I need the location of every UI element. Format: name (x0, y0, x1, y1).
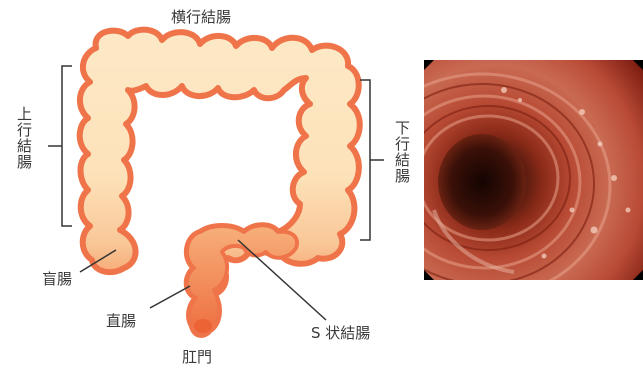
label-ascending-colon: 上行結腸 (16, 106, 32, 170)
colon-shape (80, 30, 360, 335)
label-cecum: 盲腸 (42, 270, 72, 288)
label-rectum: 直腸 (106, 312, 136, 330)
descending-colon-bracket (360, 80, 384, 240)
endoscopy-photo (424, 60, 643, 280)
ascending-colon-bracket (48, 66, 72, 226)
rectum-leader-line (150, 286, 190, 308)
sigmoid-colon-shape (187, 225, 297, 335)
colon-body (80, 30, 360, 335)
label-sigmoid-colon: S 状結腸 (311, 324, 370, 342)
anus-end (194, 319, 212, 333)
label-transverse-colon: 横行結腸 (171, 8, 231, 26)
label-anus: 肛門 (182, 348, 212, 366)
label-descending-colon: 下行結腸 (394, 120, 410, 184)
